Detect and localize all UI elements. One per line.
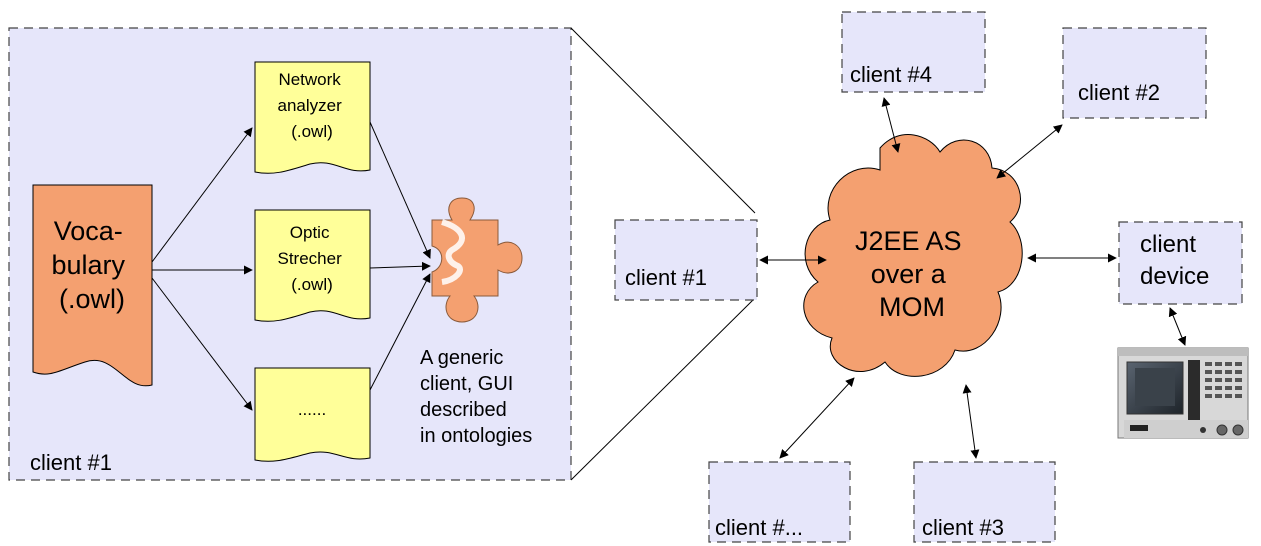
generic-client-line-3: described [420, 399, 507, 421]
optic-strecher-document: Optic Strecher (.owl) [254, 209, 371, 322]
client-box-dots: client #... [708, 461, 851, 543]
svg-text:Voca- bulary (.owl: Voca- bulary (.owl) [51, 216, 132, 314]
svg-text:Optic Strecher (.o: Optic Strecher (.owl) [278, 223, 347, 294]
network-analyzer-line-2: analyzer [278, 96, 343, 115]
link-client-3 [962, 384, 980, 459]
link-device-instrument [1168, 307, 1187, 346]
client-device-box: client device [1118, 221, 1243, 305]
vocabulary-line-1: Voca- [54, 216, 123, 246]
server-cloud: J2EE AS over a MOM [803, 134, 1023, 377]
client-1-label: client #1 [625, 265, 707, 290]
server-line-3: MOM [879, 292, 945, 322]
client-box-3: client #3 [913, 461, 1056, 543]
detail-panel-label: client #1 [30, 450, 112, 475]
client-4-label: client #4 [850, 62, 932, 87]
vocabulary-line-3: (.owl) [59, 284, 125, 314]
client-dots-label: client #... [715, 515, 803, 540]
arrow-optic-to-puzzle [369, 261, 431, 271]
optic-strecher-line-2: Strecher [278, 249, 343, 268]
vocabulary-line-2: bulary [51, 250, 125, 280]
zoom-connector-lines [570, 27, 756, 481]
svg-text:client device: client device [1140, 231, 1209, 290]
optic-strecher-line-3: (.owl) [291, 275, 333, 294]
client-device-line-2: device [1140, 263, 1209, 290]
client-box-1: client #1 [614, 219, 758, 301]
client-device-line-1: client [1140, 231, 1196, 258]
network-analyzer-line-3: (.owl) [291, 122, 333, 141]
server-line-2: over a [871, 259, 947, 289]
arrow-more-to-puzzle [369, 273, 431, 391]
arrow-vocab-to-more [151, 277, 253, 411]
client-box-2: client #2 [1062, 27, 1207, 119]
network-analyzer-line-1: Network [278, 70, 341, 89]
client-box-4: client #4 [841, 11, 986, 93]
network-analyzer-document: Network analyzer (.owl) [254, 61, 371, 174]
detail-arrows [151, 121, 431, 411]
server-connections [759, 97, 1187, 459]
optic-strecher-line-1: Optic [290, 223, 330, 242]
vocabulary-document: Voca- bulary (.owl) [32, 184, 153, 387]
svg-text:J2EE AS over a MOM: J2EE AS over a MOM [855, 226, 969, 322]
link-client-dots [779, 377, 855, 459]
generic-client-caption: A generic client, GUI described in ontol… [420, 347, 532, 447]
client-2-label: client #2 [1078, 80, 1160, 105]
arrow-vocab-to-network [151, 127, 253, 263]
server-line-1: J2EE AS [855, 226, 962, 256]
puzzle-piece-icon [431, 197, 523, 323]
link-client-2 [996, 124, 1063, 179]
generic-client-line-2: client, GUI [420, 373, 513, 395]
arrow-network-to-puzzle [369, 121, 431, 259]
more-documents-label: ...... [298, 400, 326, 419]
client-3-label: client #3 [922, 515, 1004, 540]
generic-client-line-4: in ontologies [420, 425, 532, 447]
generic-client-line-1: A generic [420, 347, 503, 369]
more-documents: ...... [254, 367, 371, 462]
svg-text:Network analyzer (: Network analyzer (.owl) [278, 70, 347, 141]
network-analyzer-device-icon [1117, 347, 1249, 439]
link-client-4 [881, 97, 901, 153]
